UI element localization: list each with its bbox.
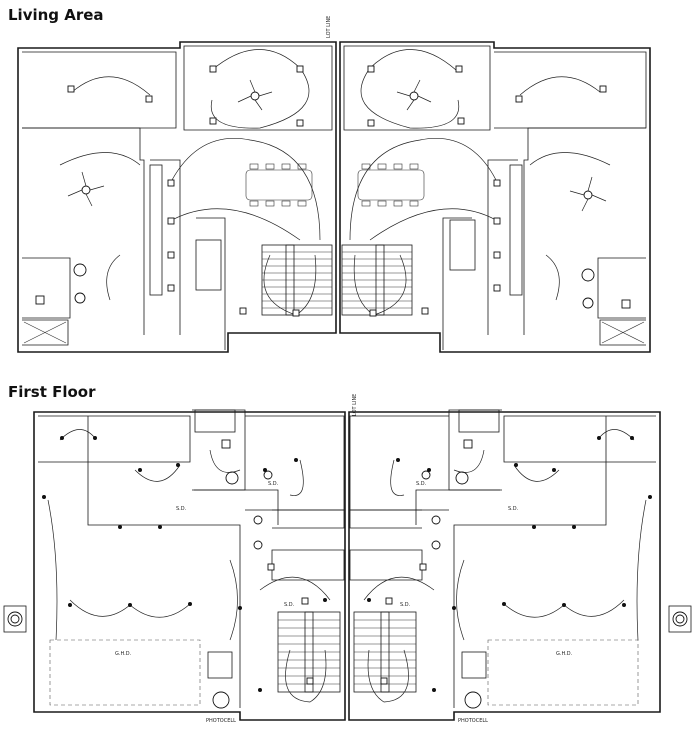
lot-line-label: LOT LINE	[326, 16, 332, 38]
lot-line-label: LOT LINE	[352, 394, 358, 416]
smoke-detector-label: S.D.	[284, 602, 295, 608]
photocell-label: PHOTOCELL	[206, 718, 236, 724]
living-area-plan: LOT LINE	[17, 16, 651, 353]
living-area-title: Living Area	[8, 6, 104, 24]
meter-icon	[3, 605, 27, 633]
smoke-detector-label: S.D.	[268, 481, 279, 487]
smoke-detector-label: S.D.	[176, 506, 187, 512]
first-floor-title: First Floor	[8, 383, 96, 401]
stairs-right-living	[341, 244, 413, 316]
ceiling-fan-icon	[67, 171, 105, 207]
smoke-detector-label: S.D.	[400, 602, 411, 608]
garage-door-label: G.H.D.	[556, 651, 573, 657]
garage-door-label: G.H.D.	[115, 651, 132, 657]
smoke-detector-label: S.D.	[416, 481, 427, 487]
meter-icon	[668, 605, 692, 633]
dining-table-left	[245, 163, 313, 207]
dining-table-right	[357, 163, 425, 207]
first-floor-plan: S.D. S.D. S.D. G.H.D. PHOTOCELL LOT LINE	[3, 394, 692, 724]
photocell-label: PHOTOCELL	[458, 718, 488, 724]
ceiling-fan-icon	[396, 79, 432, 111]
stairs-left-first	[277, 611, 341, 693]
ceiling-fan-icon	[569, 176, 607, 212]
stairs-left-living	[261, 244, 333, 316]
ceiling-fan-icon	[237, 79, 273, 111]
smoke-detector-label: S.D.	[508, 506, 519, 512]
